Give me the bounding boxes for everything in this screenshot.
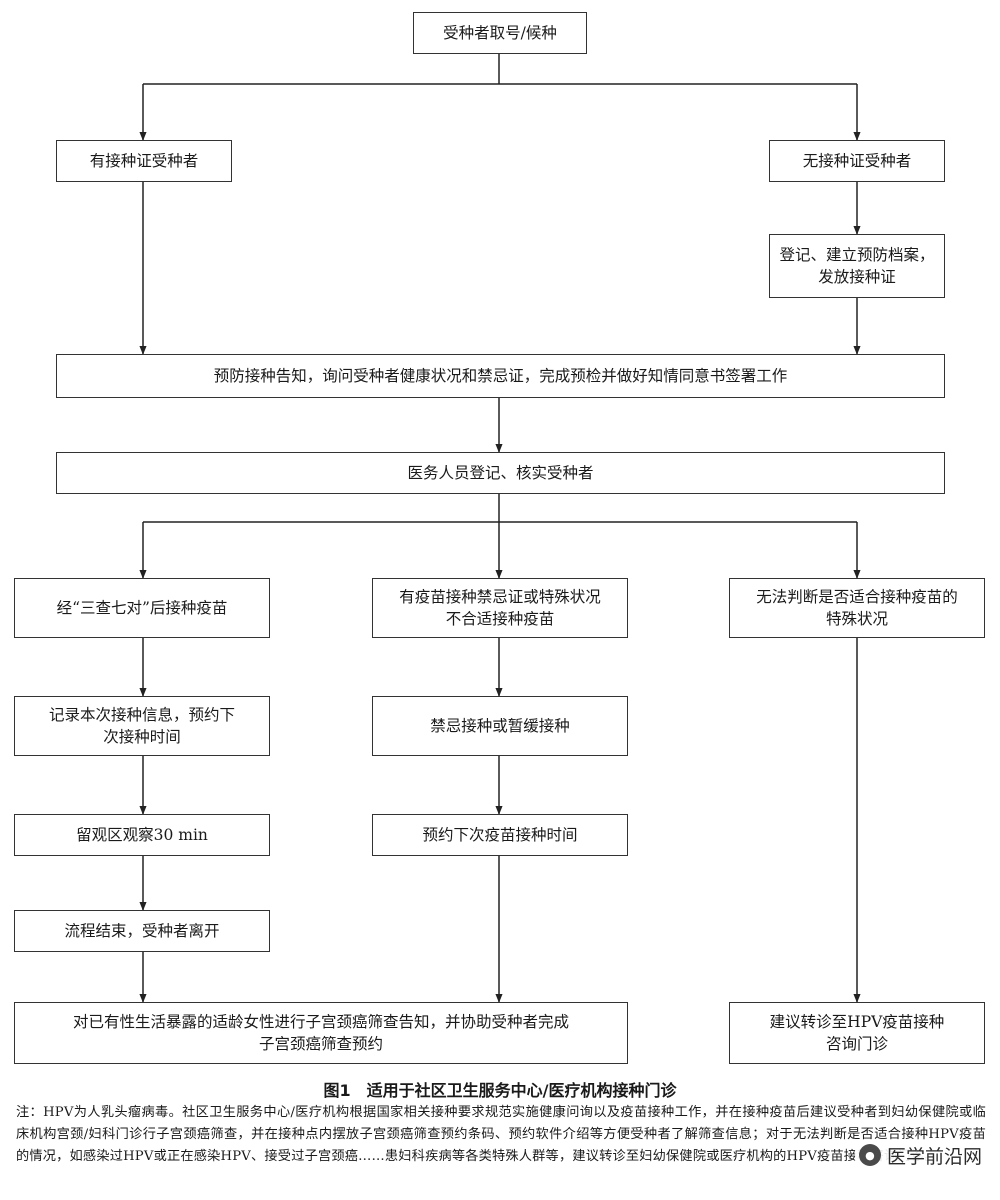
node-referral: 建议转诊至HPV疫苗接种 咨询门诊 (729, 1002, 985, 1064)
node-undetermined: 无法判断是否适合接种疫苗的 特殊状况 (729, 578, 985, 638)
node-staff-check: 医务人员登记、核实受种者 (56, 452, 945, 494)
node-contraindication: 有疫苗接种禁忌证或特殊状况 不合适接种疫苗 (372, 578, 628, 638)
node-register: 登记、建立预防档案， 发放接种证 (769, 234, 945, 298)
node-with-cert: 有接种证受种者 (56, 140, 232, 182)
figure-caption: 图1 适用于社区卫生服务中心/医疗机构接种门诊 (323, 1081, 677, 1100)
node-defer: 禁忌接种或暂缓接种 (372, 696, 628, 756)
node-notify: 预防接种告知，询问受种者健康状况和禁忌证，完成预检并做好知情同意书签署工作 (56, 354, 945, 398)
node-end: 流程结束，受种者离开 (14, 910, 270, 952)
node-screening: 对已有性生活暴露的适龄女性进行子宫颈癌筛查告知，并协助受种者完成 子宫颈癌筛查预… (14, 1002, 628, 1064)
node-queue: 受种者取号/候种 (413, 12, 587, 54)
wechat-logo-icon: ● (858, 1144, 881, 1166)
watermark-text: 医学前沿网 (886, 1145, 982, 1168)
figure-note: 注：HPV为人乳头瘤病毒。社区卫生服务中心/医疗机构根据国家相关接种要求规范实施… (16, 1105, 986, 1164)
node-observe: 留观区观察30 min (14, 814, 270, 856)
node-record: 记录本次接种信息，预约下 次接种时间 (14, 696, 270, 756)
node-vaccinate: 经“三查七对”后接种疫苗 (14, 578, 270, 638)
node-without-cert: 无接种证受种者 (769, 140, 945, 182)
node-schedule-next: 预约下次疫苗接种时间 (372, 814, 628, 856)
watermark: ● 医学前沿网 (854, 1141, 986, 1169)
